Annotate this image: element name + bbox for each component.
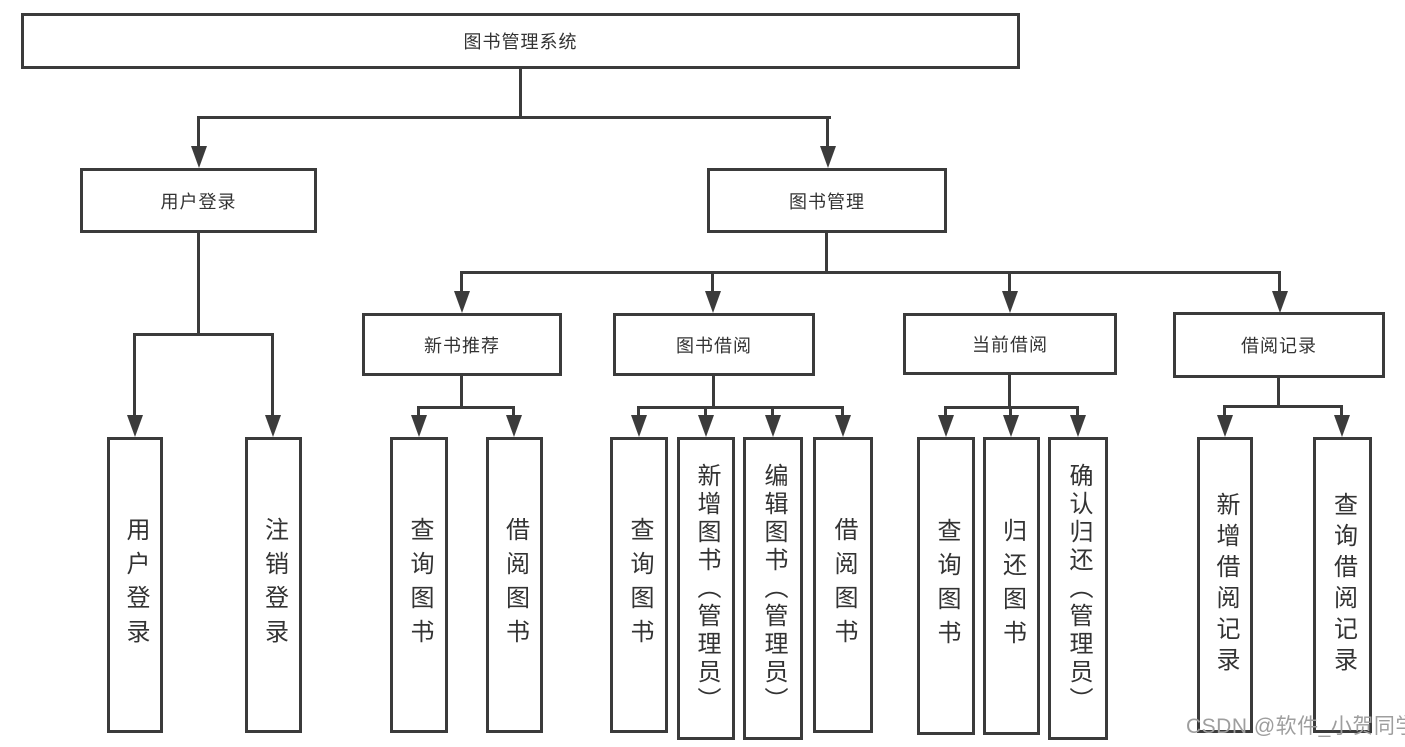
connector-stem (1340, 405, 1343, 420)
connector-stem (944, 406, 947, 420)
arrowhead-down-icon (1002, 291, 1018, 313)
arrowhead-down-icon (938, 415, 954, 437)
connector-stem (637, 406, 640, 420)
arrowhead-down-icon (765, 415, 781, 437)
connector-stem (704, 406, 707, 420)
connector-stem (1008, 271, 1011, 297)
connector-new-books-drop (460, 374, 463, 408)
connector-stem (771, 406, 774, 420)
node-current-borrow: 当前借阅 (903, 313, 1117, 375)
leaf-query-borrow-record: 查询借阅记录 (1313, 437, 1372, 733)
connector-group-rail (417, 406, 515, 409)
leaf-confirm-return-admin: 确认归还（管理员） (1048, 437, 1108, 740)
arrowhead-down-icon (698, 415, 714, 437)
arrowhead-down-icon (820, 146, 836, 168)
leaf-query-books-recommend: 查询图书 (390, 437, 448, 733)
arrowhead-down-icon (454, 291, 470, 313)
node-user-login: 用户登录 (80, 168, 317, 233)
arrowhead-down-icon (1217, 415, 1233, 437)
connector-stem (841, 406, 844, 420)
arrowhead-down-icon (1272, 291, 1288, 313)
leaf-user-login: 用户登录 (107, 437, 163, 733)
node-user-login-label: 用户登录 (160, 191, 237, 212)
connector-stem (271, 333, 274, 421)
arrowhead-down-icon (191, 146, 207, 168)
arrowhead-down-icon (127, 415, 143, 437)
leaf-return-books: 归还图书 (983, 437, 1040, 735)
node-new-book-recommend: 新书推荐 (362, 313, 562, 376)
connector-book-borrow-drop (712, 374, 715, 408)
node-book-management-label: 图书管理 (789, 191, 865, 212)
leaf-add-books-admin: 新增图书（管理员） (677, 437, 735, 740)
arrowhead-down-icon (1003, 415, 1019, 437)
connector-stem (133, 333, 136, 421)
connector-stem (1223, 405, 1226, 420)
leaf-logout-login: 注销登录 (245, 437, 302, 733)
arrowhead-down-icon (411, 415, 427, 437)
connector-user-login-drop (197, 231, 200, 335)
connector-current-borrow-drop (1008, 373, 1011, 408)
connector-borrow-records-drop (1277, 376, 1280, 408)
watermark: CSDN @软件_小贺同学 (1186, 715, 1405, 738)
connector-group-rail (1223, 405, 1343, 408)
connector-group-rail (133, 333, 274, 336)
connector-root-drop (519, 69, 522, 118)
arrowhead-down-icon (1334, 415, 1350, 437)
connector-stem (1278, 271, 1281, 297)
arrowhead-down-icon (835, 415, 851, 437)
node-borrow-records-label: 借阅记录 (1241, 336, 1317, 356)
connector-stem (417, 406, 420, 420)
connector-stem (1076, 406, 1079, 420)
node-book-borrow-label: 图书借阅 (676, 335, 752, 356)
leaf-query-books-current: 查询图书 (917, 437, 975, 735)
arrowhead-down-icon (631, 415, 647, 437)
leaf-borrow-books-recommend: 借阅图书 (486, 437, 543, 733)
node-library-system-label: 图书管理系统 (463, 32, 578, 52)
arrowhead-down-icon (1070, 415, 1086, 437)
connector-book-mgmt-drop (825, 231, 828, 273)
node-current-borrow-label: 当前借阅 (972, 335, 1048, 355)
connector-stem (197, 116, 200, 152)
leaf-borrow-books: 借阅图书 (813, 437, 873, 733)
node-book-borrow: 图书借阅 (613, 313, 815, 376)
node-book-management: 图书管理 (707, 168, 947, 233)
connector-stem (826, 116, 829, 152)
connector-stem (460, 271, 463, 297)
connector-level2-rail (197, 116, 831, 119)
connector-group-rail (637, 406, 844, 409)
arrowhead-down-icon (705, 291, 721, 313)
leaf-edit-books-admin: 编辑图书（管理员） (743, 437, 803, 740)
leaf-query-books-borrow: 查询图书 (610, 437, 668, 733)
node-borrow-records: 借阅记录 (1173, 312, 1385, 378)
connector-level3-rail (460, 271, 1281, 274)
arrowhead-down-icon (265, 415, 281, 437)
leaf-add-borrow-record: 新增借阅记录 (1197, 437, 1253, 733)
connector-stem (512, 406, 515, 420)
connector-stem (711, 271, 714, 297)
connector-stem (1009, 406, 1012, 420)
arrowhead-down-icon (506, 415, 522, 437)
node-library-system: 图书管理系统 (21, 13, 1020, 69)
node-new-book-recommend-label: 新书推荐 (424, 335, 500, 356)
